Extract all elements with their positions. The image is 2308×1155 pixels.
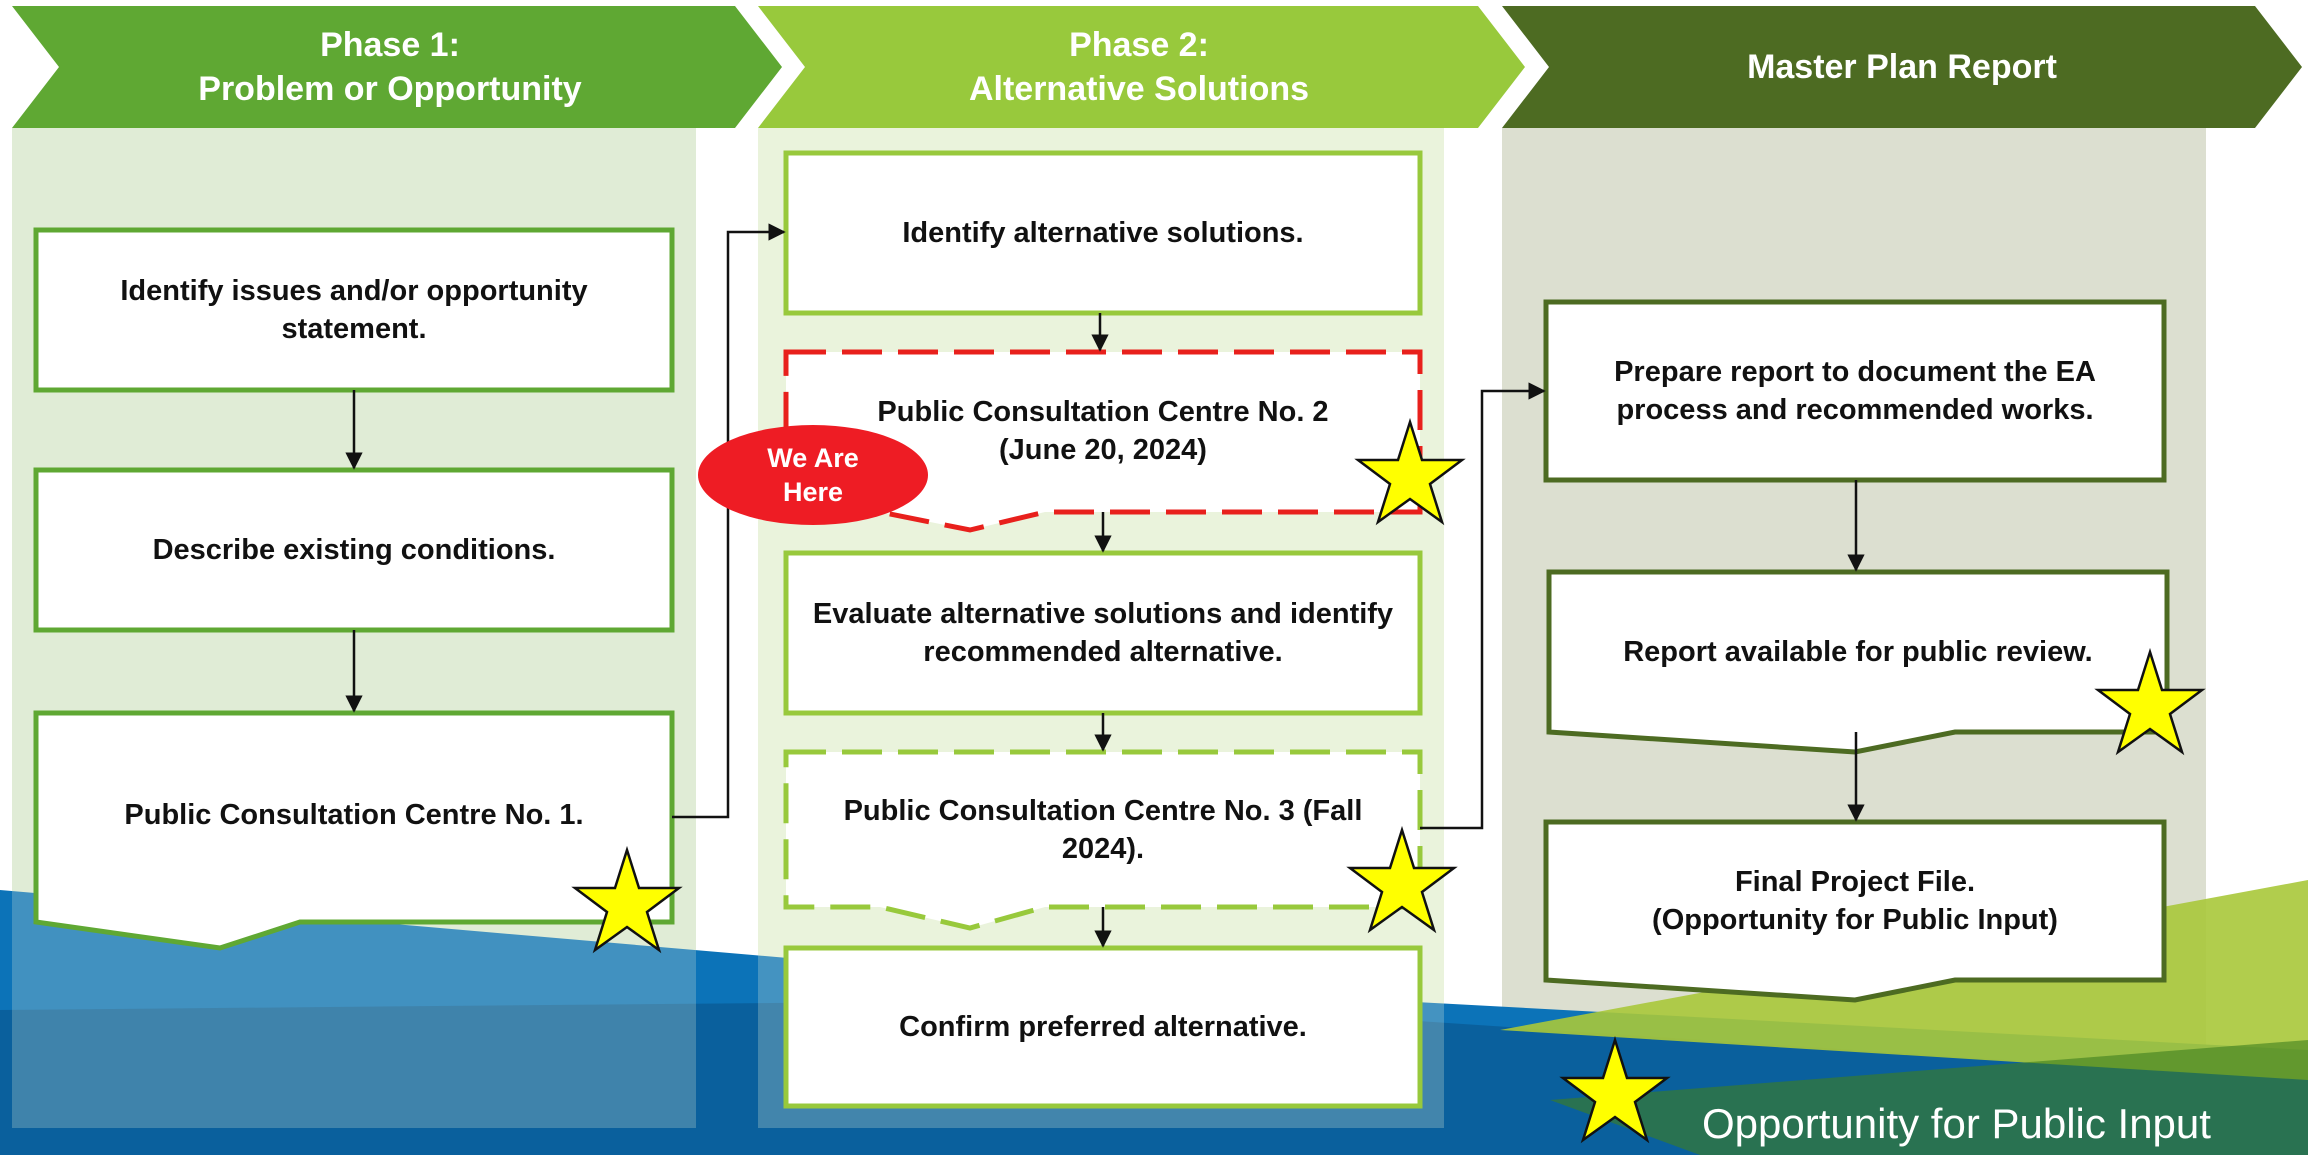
step-identify-alternatives-label: Identify alternative solutions. [902,217,1304,249]
star-icon [1354,417,1466,526]
step-confirm-label: Confirm preferred alternative. [899,1011,1307,1043]
step-final-file-box [1543,819,2167,1003]
step-evaluate-label: Evaluate alternative solutions and ident… [812,598,1394,668]
step-prepare-report-box [1543,299,2167,483]
step-prepare-report-label: Prepare report to document the EA proces… [1614,356,2096,426]
arrow-pcc1-to-phase2 [672,223,786,819]
step-pcc1-box [33,710,675,951]
step-final-file-label: Final Project File. (Opportunity for Pub… [1652,866,2058,936]
step-pcc2-label: Public Consultation Centre No. 2 (June 2… [877,396,1329,466]
phase1-header [12,6,782,128]
step-pcc3-box [783,749,1423,931]
phase3-header [1502,6,2302,128]
star-icon [2094,647,2206,756]
star-icon [571,845,683,954]
connectors [345,223,1865,948]
phase3-header-label: Master Plan Report [1747,48,2057,86]
phase2-header-label: Phase 2: Alternative Solutions [968,26,1310,108]
step-describe-conditions-label: Describe existing conditions. [152,534,556,566]
step-confirm-box [783,945,1423,1109]
arrow-pcc3-to-report [1420,382,1546,830]
step-describe-conditions-box [33,467,675,633]
step-report-review-box [1546,569,2170,755]
star-icon [1346,825,1458,934]
legend-star-icon [1559,1035,1671,1144]
step-pcc3-label: Public Consultation Centre No. 3 (Fall 2… [843,795,1363,865]
phase2-header [758,6,1525,128]
step-identify-issues-label: Identify issues and/or opportunity state… [120,275,588,345]
legend-label: Opportunity for Public Input [1702,1100,2211,1147]
we-are-here-bubble [698,425,928,525]
step-evaluate-box [783,550,1423,716]
step-identify-alternatives-box [783,150,1423,316]
step-identify-issues-box [33,227,675,393]
we-are-here-label: We Are Here [767,443,859,507]
phase1-header-label: Phase 1: Problem or Opportunity [198,26,582,108]
step-pcc1-label: Public Consultation Centre No. 1. [124,799,584,831]
step-report-review-label: Report available for public review. [1623,636,2093,668]
